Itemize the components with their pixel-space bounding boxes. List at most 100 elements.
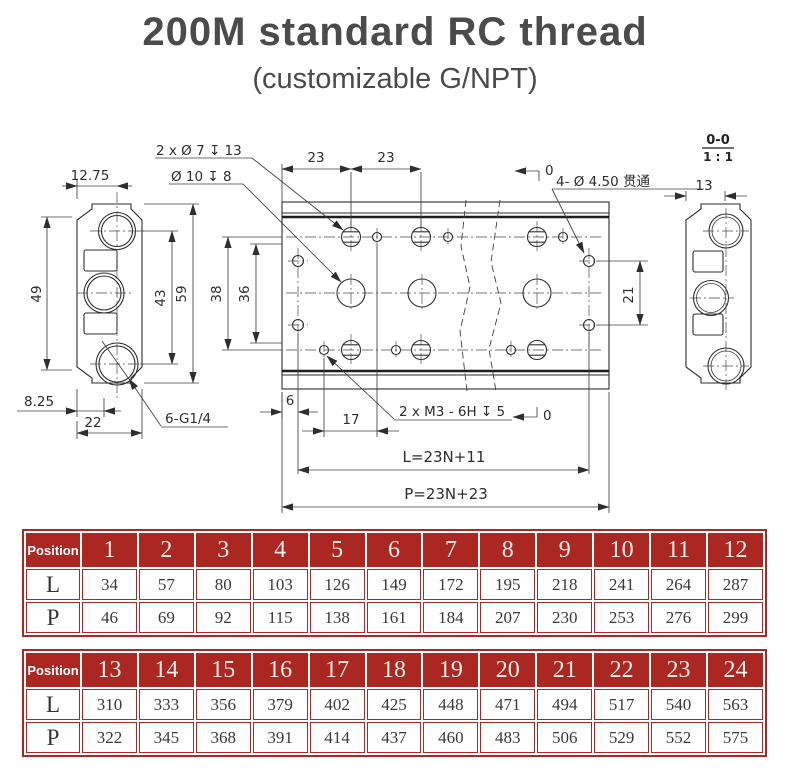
row-label-cell: P	[26, 722, 80, 753]
value-cell: 218	[537, 569, 593, 600]
value-cell: 471	[480, 689, 536, 720]
section-marker-bottom-label: 0	[543, 408, 552, 424]
port-callout-label: 6-G1/4	[165, 411, 211, 427]
position-number-cell: 23	[651, 653, 706, 687]
dim-label-mount-span: 21	[621, 286, 637, 303]
value-cell: 322	[82, 722, 137, 753]
value-cell: 195	[480, 569, 536, 600]
value-cell: 379	[252, 689, 308, 720]
position-number-cell: 9	[537, 533, 593, 567]
dim-label-width-top: 12.75	[71, 168, 110, 184]
value-cell: 184	[423, 602, 479, 633]
dim-label-height-right: 59	[174, 285, 190, 302]
position-number-cell: 17	[309, 653, 365, 687]
section-view: 0-0 1 : 1 13	[664, 133, 752, 392]
pitch-formula-label: P=23N+23	[404, 485, 488, 503]
position-number-cell: 6	[366, 533, 422, 567]
value-cell: 402	[309, 689, 365, 720]
value-cell: 57	[138, 569, 194, 600]
position-number-cell: 12	[707, 533, 763, 567]
value-cell: 333	[138, 689, 194, 720]
value-cell: 437	[366, 722, 422, 753]
value-cell: 69	[138, 602, 194, 633]
value-cell: 92	[195, 602, 251, 633]
dim-label-depth: 22	[84, 415, 101, 431]
position-number-cell: 16	[252, 653, 308, 687]
section-scale-label: 1 : 1	[703, 150, 733, 164]
row-label-cell: P	[26, 602, 80, 633]
value-cell: 460	[423, 722, 479, 753]
value-cell: 494	[537, 689, 593, 720]
dim-label-edge-offset: 6	[286, 393, 295, 409]
dim-label-pitch-a: 23	[307, 150, 324, 166]
dim-label-pitch-b: 23	[377, 150, 394, 166]
port-size-callout-label: Ø 10 ↧ 8	[171, 169, 232, 185]
dim-label-section-width: 13	[695, 178, 712, 194]
position-number-cell: 21	[537, 653, 593, 687]
technical-drawing: 12.75 49 43 59 8.25	[17, 133, 752, 513]
page-subtitle: (customizable G/NPT)	[252, 63, 538, 95]
position-number-cell: 8	[480, 533, 536, 567]
length-formula-label: L=23N+11	[403, 448, 486, 466]
value-cell: 207	[480, 602, 536, 633]
position-number-cell: 20	[480, 653, 536, 687]
position-number-cell: 18	[366, 653, 422, 687]
value-cell: 80	[195, 569, 251, 600]
position-number-cell: 19	[423, 653, 479, 687]
position-number-cell: 13	[82, 653, 137, 687]
value-cell: 368	[195, 722, 251, 753]
value-cell: 138	[309, 602, 365, 633]
position-number-cell: 5	[309, 533, 365, 567]
row-label-cell: L	[26, 569, 80, 600]
value-cell: 161	[366, 602, 422, 633]
position-number-cell: 2	[138, 533, 194, 567]
dim-label-rows-outer: 38	[209, 285, 225, 302]
value-cell: 126	[309, 569, 365, 600]
value-cell: 230	[537, 602, 593, 633]
position-corner-cell: Position	[26, 653, 80, 687]
dim-label-m3-offset: 17	[342, 412, 359, 428]
value-cell: 299	[707, 602, 763, 633]
value-cell: 46	[82, 602, 137, 633]
value-cell: 506	[537, 722, 593, 753]
position-number-cell: 7	[423, 533, 479, 567]
value-cell: 103	[252, 569, 308, 600]
value-cell: 575	[707, 722, 763, 753]
value-cell: 517	[594, 689, 650, 720]
value-cell: 34	[82, 569, 137, 600]
through-holes-callout-label: 4- Ø 4.50 贯通	[556, 174, 651, 190]
dim-label-holes-span: 43	[153, 289, 169, 306]
value-cell: 414	[309, 722, 365, 753]
value-cell: 264	[651, 569, 706, 600]
value-cell: 540	[651, 689, 706, 720]
page-title: 200M standard RC thread	[142, 10, 648, 54]
value-cell: 115	[252, 602, 308, 633]
counterbore-callout-label: 2 x Ø 7 ↧ 13	[156, 143, 242, 159]
dim-label-port-offset: 8.25	[24, 394, 54, 410]
value-cell: 448	[423, 689, 479, 720]
position-number-cell: 3	[195, 533, 251, 567]
dim-label-height-outer-left: 49	[29, 285, 45, 302]
value-cell: 356	[195, 689, 251, 720]
value-cell: 391	[252, 722, 308, 753]
position-number-cell: 1	[82, 533, 137, 567]
value-cell: 483	[480, 722, 536, 753]
position-number-cell: 22	[594, 653, 650, 687]
section-marker-top-label: 0	[545, 163, 554, 179]
position-number-cell: 4	[252, 533, 308, 567]
value-cell: 552	[651, 722, 706, 753]
value-cell: 149	[366, 569, 422, 600]
position-number-cell: 11	[651, 533, 706, 567]
section-title-label: 0-0	[706, 133, 730, 148]
position-number-cell: 24	[707, 653, 763, 687]
value-cell: 529	[594, 722, 650, 753]
position-corner-cell: Position	[26, 533, 80, 567]
